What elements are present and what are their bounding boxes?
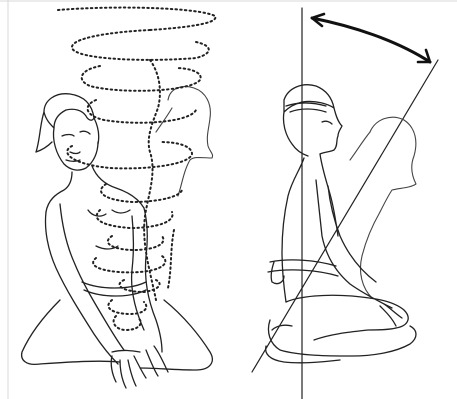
left-face (53, 128, 98, 170)
right-headwrap (284, 85, 334, 112)
left-panel (22, 8, 216, 388)
right-panel (252, 8, 438, 399)
lean-arrow (312, 14, 430, 62)
left-hair (44, 94, 94, 128)
right-ghost-figure (350, 117, 416, 298)
lean-axis-line (252, 60, 438, 372)
left-figure (22, 94, 213, 388)
